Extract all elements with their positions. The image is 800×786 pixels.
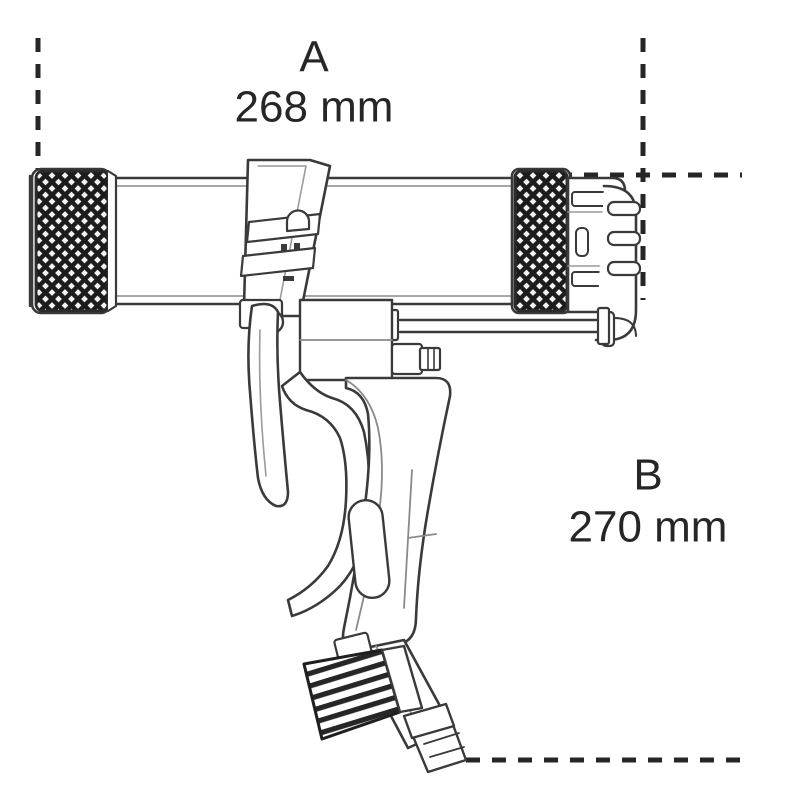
dimension-labels: A 268 mm B 270 mm xyxy=(235,33,728,552)
dimension-b-letter: B xyxy=(633,451,662,500)
dimension-a-letter: A xyxy=(299,33,329,82)
dimension-a-value: 268 mm xyxy=(235,83,394,132)
dimension-b-value: 270 mm xyxy=(569,503,728,552)
rear-knurled-cap xyxy=(28,167,118,315)
front-knurled-ring xyxy=(510,167,572,315)
tool-illustration xyxy=(28,158,642,774)
extension-lines-group xyxy=(35,38,742,763)
regulator-knob xyxy=(302,644,424,741)
valve-fins xyxy=(606,200,642,277)
trigger-lever xyxy=(247,302,290,508)
valve-head xyxy=(566,176,642,348)
air-inlet xyxy=(402,702,468,774)
trigger-guard xyxy=(280,370,371,618)
